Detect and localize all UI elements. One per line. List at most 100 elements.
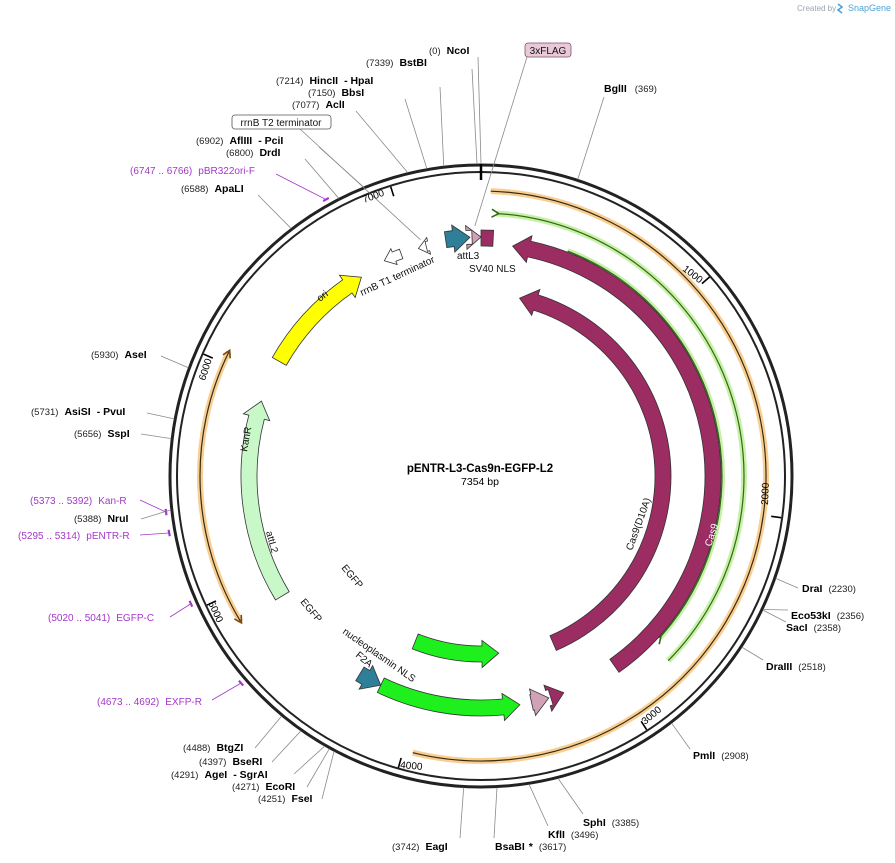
- orf-arc-orange-left: [199, 351, 241, 622]
- leader-line-26: [577, 96, 605, 180]
- egfp-outer-arc: [376, 677, 521, 722]
- enzyme-hincii: (7214)HincII- HpaI: [276, 75, 373, 87]
- leader-line-15: [306, 748, 330, 788]
- leader-line-20: [557, 778, 584, 815]
- orf-arc-orange-large: [412, 190, 767, 762]
- feature-label-rrnb-t1: rrnB T1 terminator: [359, 254, 438, 298]
- tick-mark-5000: [206, 600, 217, 606]
- enzyme-saci: SacI(2358): [786, 622, 841, 634]
- feature-label-egfp-outer: EGFP: [298, 597, 324, 625]
- feature-label-sv40-nls: SV40 NLS: [469, 264, 516, 275]
- enzyme-kfli: KflI(3496): [548, 829, 598, 841]
- leader-flag: [474, 56, 528, 227]
- enzyme-btgzi: (4488)BtgZI: [183, 742, 243, 754]
- tick-mark-3000: [640, 720, 648, 731]
- leader-line-3: [404, 98, 428, 169]
- tick-mark-6000: [203, 353, 214, 359]
- leader-line-22: [741, 646, 764, 661]
- tick-label-4000: 4000: [400, 760, 424, 773]
- enzyme-bsabi: BsaBI*(3617): [495, 841, 566, 853]
- leader-line-14: [293, 745, 325, 775]
- attl3-arc: [443, 224, 471, 253]
- enzyme-agei: (4291)AgeI- SgrAI: [171, 769, 268, 781]
- f2a-arc: [528, 688, 550, 717]
- ruler-ticks: [164, 164, 782, 768]
- enzyme-afliii: (6902)AflIII- PciI: [196, 135, 283, 147]
- leader-line-17: [459, 787, 465, 839]
- enzyme-drdi: (6800)DrdI: [226, 147, 281, 159]
- feature-label-ori: ori: [315, 289, 331, 305]
- primer-egfp-c: (5020 .. 5041)EGFP-C: [48, 613, 154, 624]
- tick-mark-1000: [701, 276, 711, 285]
- enzyme-fsei: (4251)FseI: [258, 793, 313, 805]
- enzyme-asei: (5930)AseI: [91, 349, 147, 361]
- leader-line-10: [140, 433, 172, 440]
- rrnb-t1-arc: [383, 247, 404, 266]
- enzyme-draiii: DraIII(2518): [766, 661, 826, 673]
- primer-pentr-r: (5295 .. 5314)pENTR-R: [18, 531, 130, 542]
- leader-line-16: [321, 751, 335, 800]
- cas9-d10a-arc: [518, 288, 672, 651]
- flag-label-box: [524, 42, 572, 58]
- orf-arc-green-outer: [496, 212, 745, 662]
- leader-line-12: [254, 715, 283, 749]
- enzyme-bbsi: (7150)BbsI: [308, 87, 364, 99]
- feature-label-egfp-inner: EGFP: [339, 563, 365, 591]
- primer-labels: (6747 .. 6766)pBR322ori-F (5373 .. 5392)…: [18, 166, 255, 708]
- orf-arrow-left-end: [234, 614, 243, 625]
- rrnb-t2-label-box: [231, 114, 332, 130]
- feature-label-kanr: KanR: [239, 426, 254, 453]
- plasmid-name: pENTR-L3-Cas9n-EGFP-L2: [407, 463, 553, 475]
- leader-line-8: [160, 355, 189, 369]
- flag-arc: [465, 224, 482, 251]
- primer-mark-4: [238, 679, 245, 687]
- feature-arcs: [240, 224, 722, 722]
- leader-line-19: [528, 784, 549, 827]
- orf-arrow-green-outer: [491, 208, 501, 218]
- leader-line-11: [140, 509, 171, 520]
- enzyme-eco53ki: Eco53kI(2356): [791, 610, 864, 622]
- primer-mark-1: [164, 508, 168, 516]
- leader-line-1: [471, 68, 478, 165]
- enzyme-eagi: (3742)EagI: [392, 841, 448, 853]
- tick-label-2000: 2000: [760, 482, 772, 505]
- primer-pbr322ori-f: (6747 .. 6766)pBR322ori-F: [130, 166, 255, 177]
- primer-mark-0: [322, 196, 330, 203]
- enzyme-drai: DraI(2230): [802, 583, 856, 595]
- leader-line-4: [355, 110, 409, 173]
- tick-mark-4000: [397, 757, 402, 768]
- leader-line-9: [146, 412, 175, 420]
- rrnb-t2-arc: [417, 236, 432, 255]
- orf-arc-green-inner: [567, 250, 723, 639]
- snapgene-brand: SnapGene: [848, 3, 891, 13]
- primer-exfp-r: (4673 .. 4692)EXFP-R: [97, 697, 202, 708]
- leader-line-13: [271, 730, 302, 763]
- orf-arrow-left: [222, 348, 231, 359]
- enzyme-sphi: SphI(3385): [583, 817, 639, 829]
- leader-line-29: [139, 532, 170, 536]
- cas9-arc: [511, 234, 722, 673]
- tick-mark-2000: [771, 515, 782, 519]
- tick-mark-7000: [389, 186, 395, 197]
- label-leaders: [139, 56, 799, 839]
- leader-line-31: [211, 682, 242, 701]
- sv40-nls-arc: [480, 229, 495, 247]
- enzyme-labels: (0)NcoI (7339)BstBI (7214)HincII- HpaI (…: [31, 45, 864, 853]
- leader-line-30: [169, 603, 192, 618]
- enzyme-apali: (6588)ApaLI: [181, 183, 244, 195]
- egfp-inner-arc: [411, 633, 500, 669]
- leader-line-23: [762, 609, 787, 623]
- leader-line-27: [275, 173, 327, 200]
- enzyme-acli: (7077)AclI: [292, 99, 345, 111]
- nucleoplasmin-nls-arc: [543, 684, 565, 713]
- leader-line-7: [257, 194, 292, 229]
- attl2-arc: [355, 664, 382, 690]
- enzyme-bglii: BglII(369): [604, 83, 657, 95]
- leader-line-2: [439, 86, 445, 167]
- primer-mark-3: [188, 600, 194, 608]
- created-by-text: Created by: [797, 4, 836, 13]
- leader-line-28: [139, 499, 167, 513]
- enzyme-bseri: (4397)BseRI: [199, 756, 262, 768]
- feature-label-nucleoplasmin-nls: nucleoplasmin NLS: [340, 626, 417, 685]
